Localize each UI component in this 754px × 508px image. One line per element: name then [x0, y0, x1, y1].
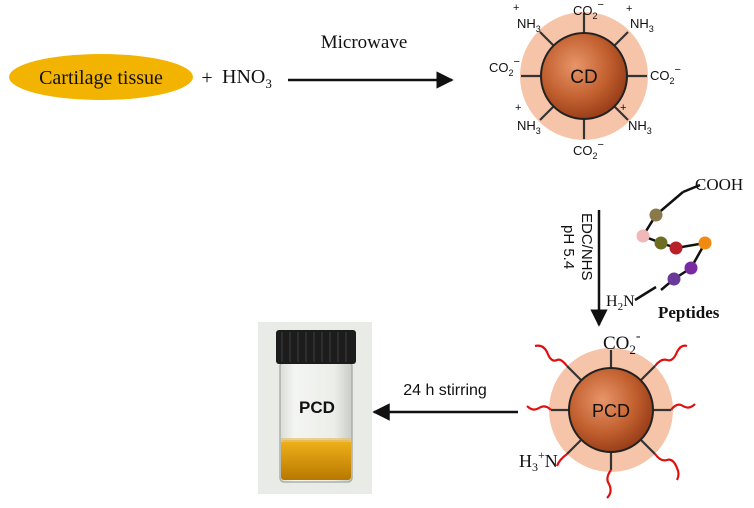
pcd-h3n-label: H3+N: [519, 448, 558, 474]
cartilage-tissue-reactant: Cartilage tissue: [9, 54, 193, 100]
pcd-co2-label: CO2-: [603, 329, 641, 357]
pcd-vial: PCD: [258, 322, 372, 494]
peptide-bead-red: [669, 241, 683, 255]
cd-co2-right: CO2−: [650, 64, 681, 86]
cd-nh3-lr-charge: +: [620, 102, 626, 114]
cd-nh3-ur: NH3: [630, 16, 654, 34]
cd-nh3-ul-charge: +: [513, 2, 519, 14]
cd-spokes: [521, 13, 647, 139]
pcd-nanoparticle: PCD: [526, 344, 696, 499]
pcd-spokes: [551, 350, 671, 470]
peptides-label: Peptides: [658, 303, 720, 322]
peptide-bead-purple: [667, 272, 681, 286]
peptide-bead-violet: [684, 261, 698, 275]
cd-nh3-lr: NH3: [628, 118, 652, 136]
peptide-bead-orange: [698, 236, 712, 250]
peptide-cooh-bond: [682, 183, 701, 194]
ph-label: pH 5.4: [560, 225, 577, 269]
vial-meniscus: [281, 438, 351, 442]
peptide-chain: [634, 183, 712, 302]
cd-nh3-ll: NH3: [517, 118, 541, 136]
cd-core: [540, 32, 628, 120]
microwave-label: Microwave: [321, 32, 408, 53]
hno3-label: HNO3: [222, 66, 272, 91]
cd-nh3-ur-charge: +: [626, 3, 632, 15]
vial-cap: [276, 330, 356, 364]
cd-nh3-ul: NH3: [517, 16, 541, 34]
cartilage-ellipse: [9, 54, 193, 100]
cd-co2-left: CO2−: [489, 56, 520, 78]
peptide-bead-olive: [649, 208, 663, 222]
cartilage-label: Cartilage tissue: [39, 67, 163, 89]
pcd-core-label: PCD: [592, 401, 630, 421]
pcd-core: [568, 367, 654, 453]
h2n-label: H2N: [606, 293, 635, 313]
edc-nhs-label: EDC/NHS: [578, 213, 595, 281]
cooh-label: COOH: [695, 175, 743, 194]
plus-sign: +: [201, 67, 212, 89]
cd-core-label: CD: [570, 67, 597, 88]
peptide-terminal-bond: [634, 285, 657, 302]
cd-nanoparticle: CD CO2− CO2− CO2− CO2− + NH3 + NH3 + NH3…: [489, 0, 681, 161]
vial-label: PCD: [299, 398, 335, 417]
cd-co2-top: CO2−: [573, 0, 604, 21]
vial-liquid: [281, 440, 351, 480]
vial-cap-ridges: [281, 332, 347, 362]
cd-co2-bottom: CO2−: [573, 139, 604, 161]
stirring-label: 24 h stirring: [403, 382, 487, 399]
pcd-peptide-waves: [526, 344, 696, 499]
peptide-bead-green: [654, 236, 668, 250]
cd-nh3-ll-charge: +: [515, 102, 521, 114]
peptide-bead-pink: [636, 229, 650, 243]
